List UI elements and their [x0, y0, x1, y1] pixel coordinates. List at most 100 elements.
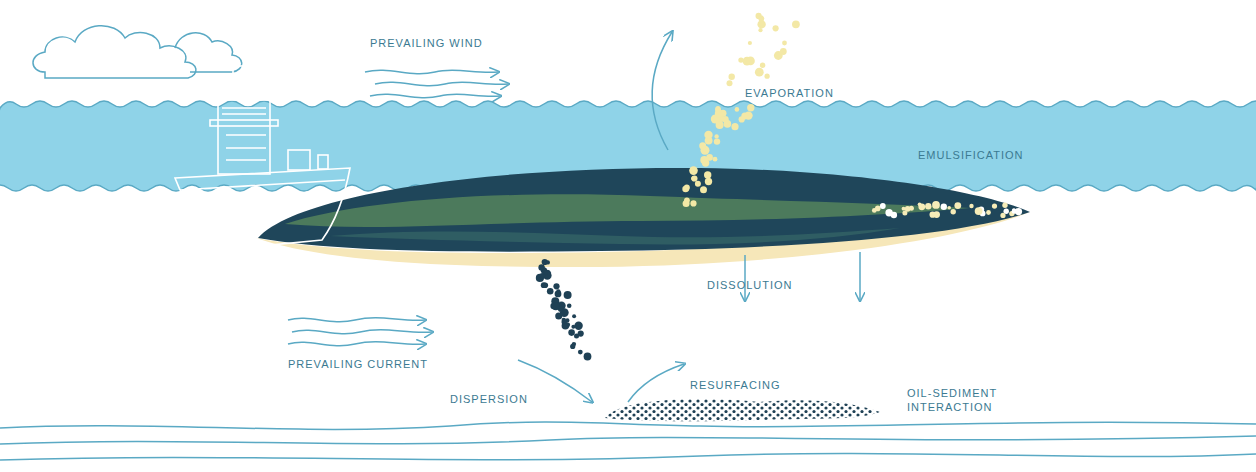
dispersion-arrow [518, 360, 592, 402]
droplet [546, 260, 550, 264]
droplet [760, 62, 765, 67]
droplet [902, 207, 906, 211]
droplet [951, 209, 956, 214]
droplet [713, 157, 718, 162]
droplet [682, 186, 689, 193]
droplet [704, 131, 712, 139]
droplet [683, 200, 690, 207]
droplet [543, 283, 549, 289]
droplet [570, 344, 575, 349]
droplet [757, 20, 765, 28]
droplet [567, 303, 572, 308]
droplet [715, 107, 721, 113]
droplet [747, 104, 754, 111]
droplet [714, 138, 720, 144]
droplet [1012, 209, 1017, 214]
process-label: RESURFACING [690, 378, 780, 392]
droplet [925, 203, 931, 209]
droplet [727, 80, 733, 86]
process-label: DISSOLUTION [707, 278, 793, 292]
oil-slick [258, 168, 1030, 252]
oil-sediment [605, 399, 880, 421]
wind-arrows [365, 70, 508, 98]
droplet [695, 181, 701, 187]
droplet [969, 204, 973, 208]
droplet [731, 123, 738, 130]
oil-slick-layer [285, 194, 970, 227]
droplet [572, 314, 576, 318]
droplet [700, 186, 707, 193]
droplet [992, 204, 997, 209]
droplet [880, 203, 886, 209]
droplet [782, 41, 787, 46]
droplet [562, 322, 570, 330]
droplet [690, 200, 696, 206]
droplet [553, 283, 559, 289]
droplet [1017, 210, 1021, 214]
droplet [684, 186, 689, 191]
droplet [564, 291, 572, 299]
droplet [746, 57, 755, 66]
seafloor [0, 422, 1256, 460]
droplet [986, 210, 991, 215]
droplet [704, 171, 711, 178]
droplet [568, 329, 575, 336]
droplet [758, 28, 762, 32]
process-label: OIL-SEDIMENT INTERACTION [907, 386, 1017, 414]
droplet [735, 107, 740, 112]
process-label: PREVAILING WIND [370, 36, 483, 50]
droplet [1002, 203, 1007, 208]
droplet [947, 206, 951, 210]
droplet [547, 288, 554, 295]
droplet [714, 134, 718, 138]
droplet [578, 350, 583, 355]
droplet [700, 156, 708, 164]
droplet [724, 120, 732, 128]
droplet [556, 289, 560, 293]
current-arrows [288, 318, 432, 346]
droplet [689, 166, 698, 175]
oil-slick-layer [330, 228, 900, 244]
evaporation-arrow [652, 32, 672, 150]
droplet [792, 20, 800, 28]
droplet [705, 178, 712, 185]
droplet [584, 353, 592, 361]
droplet [558, 307, 563, 312]
droplet [684, 184, 690, 190]
droplet [699, 142, 706, 149]
cloud [175, 33, 242, 72]
process-label: EMULSIFICATION [918, 148, 1023, 162]
droplet [1000, 213, 1005, 218]
process-label: EVAPORATION [745, 86, 834, 100]
droplet [755, 68, 764, 77]
dissolution-arrows [745, 252, 860, 300]
droplet [780, 48, 787, 55]
droplet [932, 201, 940, 209]
droplet [891, 212, 897, 218]
droplet [954, 202, 961, 209]
droplet [543, 270, 548, 275]
resurfacing-arrow [628, 364, 684, 402]
droplet [765, 74, 770, 79]
droplet [748, 41, 752, 45]
droplet [941, 204, 947, 210]
droplet [574, 334, 579, 339]
droplet [773, 25, 779, 31]
oil-droplets [536, 13, 1022, 361]
droplet [930, 212, 936, 218]
droplet [872, 208, 877, 213]
droplet [571, 325, 575, 329]
droplet [744, 111, 752, 119]
process-label: DISPERSION [450, 392, 528, 406]
droplet [574, 322, 582, 330]
droplet [881, 204, 885, 208]
droplet [918, 203, 925, 210]
droplet [691, 176, 695, 180]
droplet [729, 74, 735, 80]
droplet [1004, 209, 1009, 214]
cloud [33, 26, 196, 78]
droplet [909, 206, 914, 211]
ship [175, 66, 350, 248]
droplet [691, 175, 697, 181]
